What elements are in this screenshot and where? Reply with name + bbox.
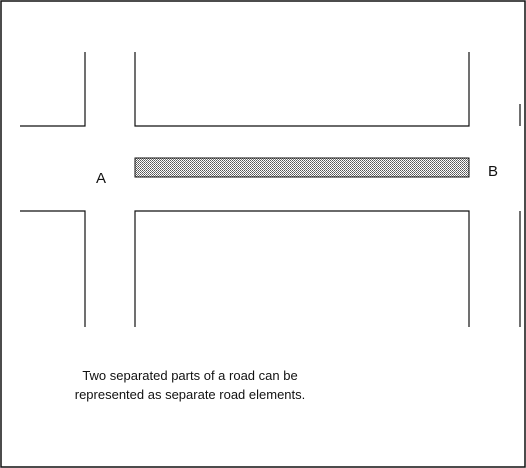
block-top-left [20, 52, 86, 127]
diagram-caption: Two separated parts of a road can be rep… [30, 366, 350, 404]
point-b-label: B [488, 163, 499, 180]
caption-line-1: Two separated parts of a road can be [82, 368, 298, 383]
caption-line-2: represented as separate road elements. [74, 387, 306, 402]
block-top-middle [134, 52, 470, 127]
block-bottom-middle [134, 210, 470, 327]
point-a-label: A [96, 170, 107, 187]
road-element-a-b [134, 157, 470, 178]
block-bottom-left [20, 210, 86, 327]
